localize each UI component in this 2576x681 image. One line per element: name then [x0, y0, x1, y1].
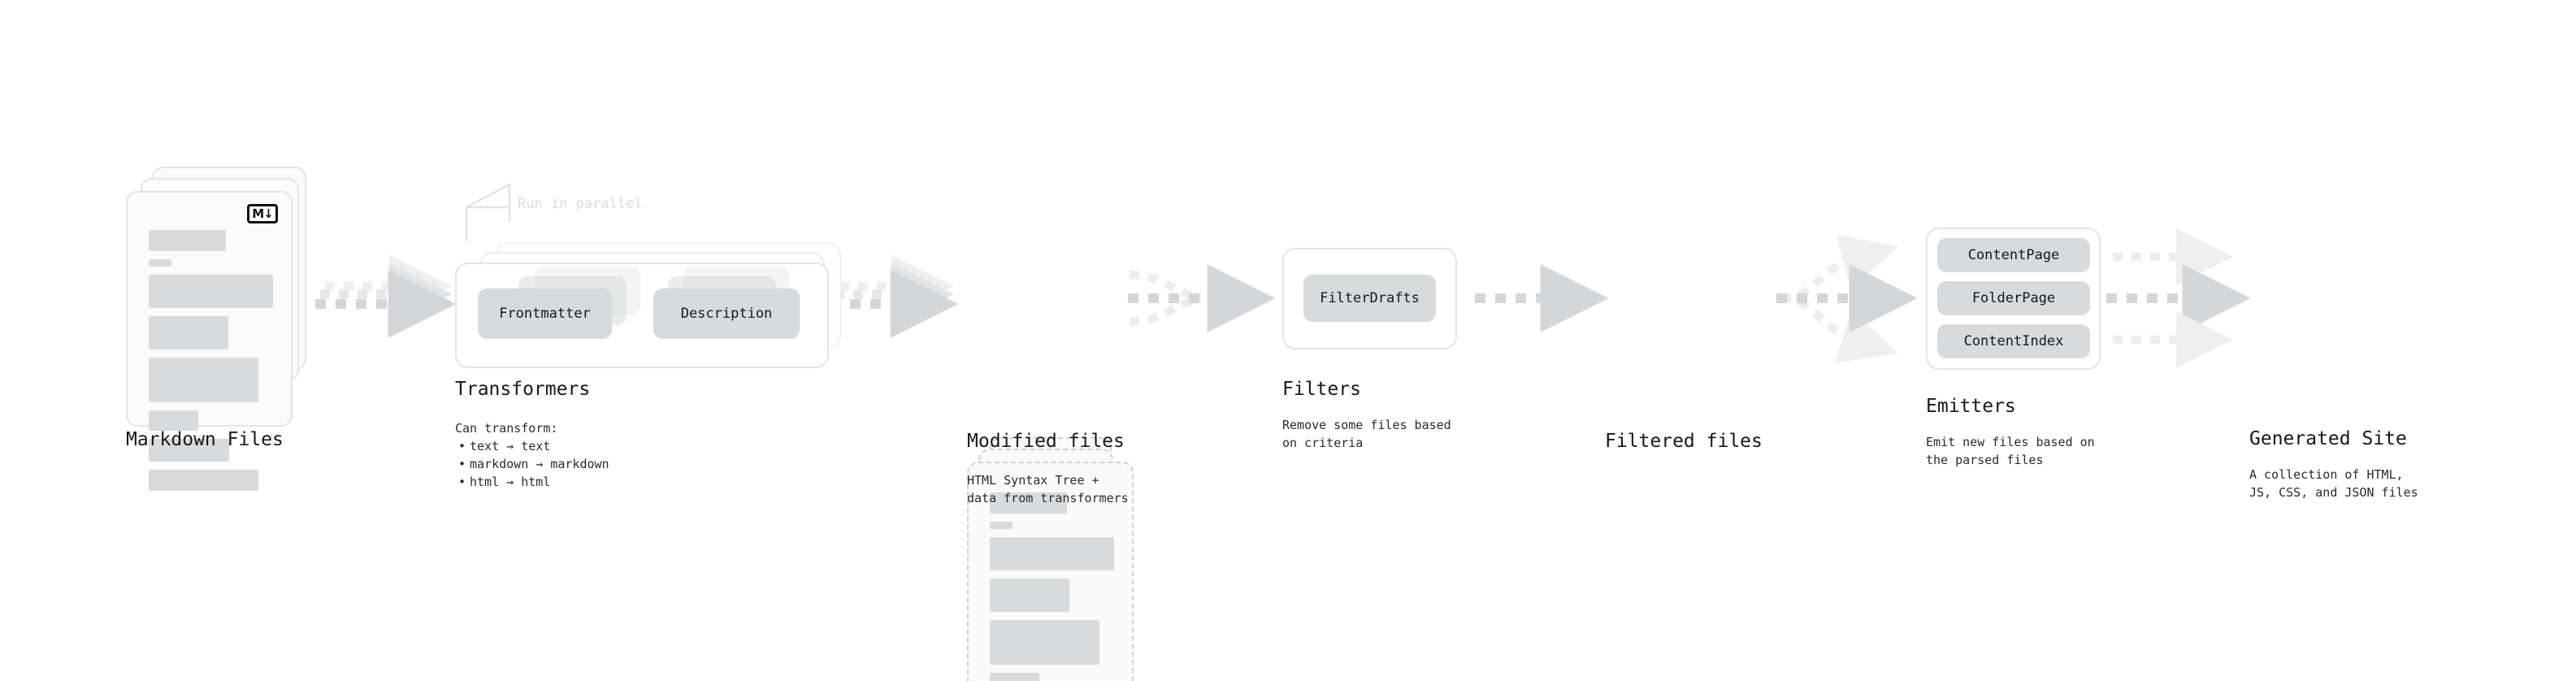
stage-modified-files — [967, 437, 1146, 681]
transformers-bullet-item: markdown → markdown — [458, 455, 723, 473]
generated-site-subtitle: A collection of HTML, JS, CSS, and JSON … — [2249, 467, 2418, 500]
run-in-parallel-label: Run in parallel — [518, 196, 643, 212]
modified-files-title: Modified files — [967, 431, 1125, 452]
stage-transformers: Frontmatter Description — [455, 207, 845, 370]
filters-title: Filters — [1282, 379, 1361, 400]
placeholder-bar — [149, 316, 228, 349]
stage-emitters: ContentPage FolderPage ContentIndex — [1926, 228, 2101, 370]
markdown-badge-icon: M↓ — [247, 204, 278, 223]
placeholder-bar — [990, 673, 1040, 681]
placeholder-bar — [990, 492, 1067, 514]
filtered-files-title: Filtered files — [1605, 431, 1763, 452]
filter-pill-filterdrafts[interactable]: FilterDrafts — [1303, 275, 1436, 322]
transformer-pill-description[interactable]: Description — [653, 288, 800, 339]
modified-files-subtitle: HTML Syntax Tree + data from transformer… — [967, 473, 1129, 505]
emitter-pill-folderpage[interactable]: FolderPage — [1937, 281, 2090, 315]
transformers-bullet-item: html → html — [458, 473, 723, 491]
stage-markdown-files: M↓ M↓ M↓ — [126, 167, 313, 491]
placeholder-bar — [149, 358, 258, 402]
placeholder-bar — [149, 410, 199, 431]
placeholder-bar — [990, 537, 1114, 570]
placeholder-bar — [149, 230, 226, 251]
arrow-emitters-to-site — [2106, 228, 2251, 368]
placeholder-bar — [149, 275, 273, 308]
arrow-markdown-to-transformers — [315, 254, 457, 338]
arrow-modified-to-filters — [1128, 264, 1276, 332]
transformers-bullet-list: text → text markdown → markdown html → h… — [455, 437, 723, 491]
markdown-sheet-front: M↓ — [126, 191, 293, 491]
transformers-bullet-item: text → text — [458, 437, 723, 455]
emitter-pill-contentindex[interactable]: ContentIndex — [1937, 324, 2090, 358]
transformers-title: Transformers — [455, 379, 591, 400]
placeholder-bar — [149, 470, 258, 491]
modified-placeholder-body — [990, 492, 1114, 681]
placeholder-bar — [149, 439, 230, 462]
stage-filters: FilterDrafts — [1282, 248, 1457, 349]
filters-subtitle: Remove some files based on criteria — [1282, 418, 1451, 450]
markdown-placeholder-body — [149, 230, 273, 499]
transformers-subtitle: Can transform: text → text markdown → ma… — [455, 419, 723, 491]
emitters-title: Emitters — [1926, 396, 2016, 417]
markdown-files-title: Markdown Files — [126, 429, 284, 450]
placeholder-bar — [990, 620, 1099, 665]
placeholder-bar — [990, 579, 1069, 612]
markdown-badge-text: M↓ — [247, 204, 278, 223]
placeholder-bar — [149, 259, 171, 267]
modified-sheet-front — [967, 462, 1134, 681]
generated-site-title: Generated Site — [2249, 428, 2407, 449]
emitters-subtitle: Emit new files based on the parsed files — [1926, 435, 2095, 467]
arrow-filtered-to-emitters — [1776, 234, 1918, 363]
emitter-pill-contentpage[interactable]: ContentPage — [1937, 238, 2090, 272]
placeholder-bar — [990, 522, 1013, 529]
transformers-subtitle-lead: Can transform: — [455, 421, 558, 436]
transformer-pill-frontmatter[interactable]: Frontmatter — [478, 288, 612, 339]
